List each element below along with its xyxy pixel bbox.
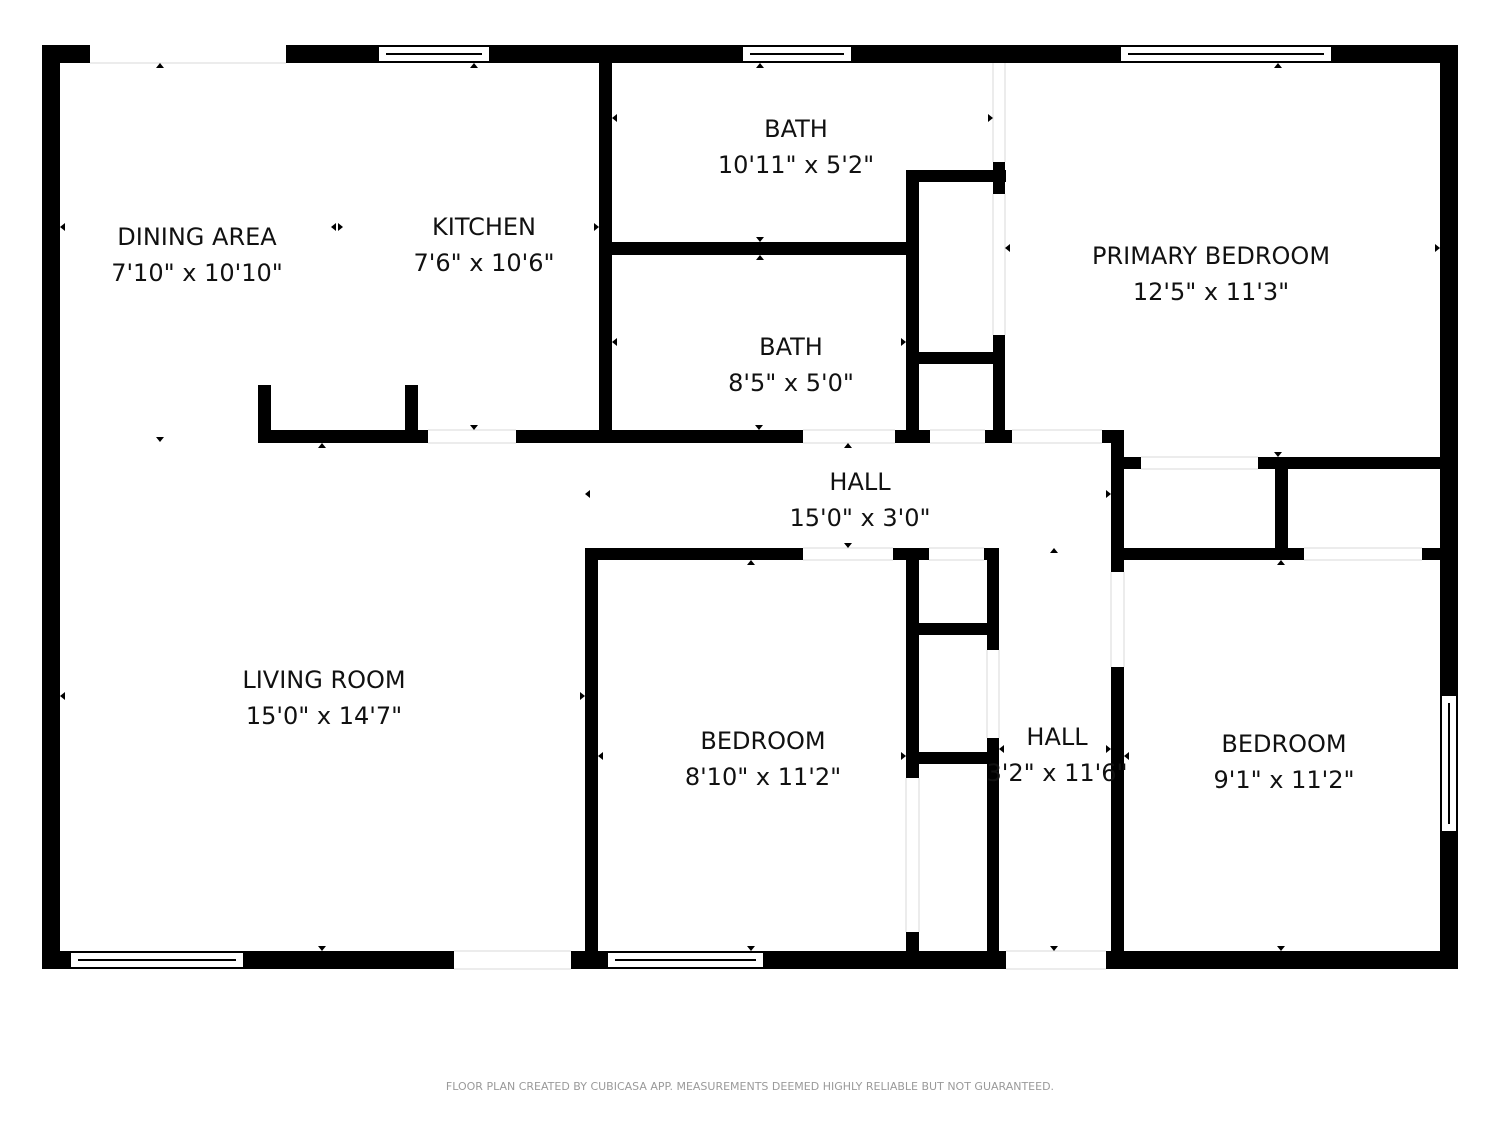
wall: [585, 548, 598, 968]
wall: [1440, 45, 1458, 695]
room-dims-bedroom-middle: 8'10" x 11'2": [685, 763, 841, 791]
wall: [490, 45, 742, 63]
room-dims-bath-upper: 10'11" x 5'2": [718, 151, 874, 179]
walls: [42, 45, 1458, 969]
wall: [912, 623, 994, 635]
wall: [764, 951, 1006, 969]
openings: [90, 62, 1422, 970]
window: [1119, 45, 1333, 63]
wall: [993, 335, 1005, 431]
room-dims-bath-lower: 8'5" x 5'0": [728, 369, 854, 397]
wall: [585, 548, 803, 560]
wall: [244, 951, 454, 969]
room-label-primary-bedroom: PRIMARY BEDROOM: [1092, 242, 1330, 270]
wall: [912, 752, 994, 764]
wall: [912, 352, 1000, 364]
window: [606, 951, 765, 969]
room-labels: DINING AREA 7'10" x 10'10" KITCHEN 7'6" …: [111, 115, 1354, 794]
room-dims-primary-bedroom: 12'5" x 11'3": [1133, 278, 1289, 306]
window: [69, 951, 245, 969]
wall: [1258, 457, 1448, 469]
window: [741, 45, 853, 63]
wall: [1111, 667, 1124, 967]
dimension-markers: [60, 63, 1440, 951]
room-label-bedroom-middle: BEDROOM: [700, 727, 825, 755]
wall: [258, 385, 271, 443]
wall: [405, 385, 418, 443]
room-label-dining-area: DINING AREA: [117, 223, 277, 251]
room-label-kitchen: KITCHEN: [432, 213, 536, 241]
room-label-bath-lower: BATH: [759, 333, 823, 361]
room-dims-hall-main: 15'0" x 3'0": [789, 504, 930, 532]
wall: [42, 951, 70, 969]
room-dims-kitchen: 7'6" x 10'6": [413, 249, 554, 277]
wall: [1111, 457, 1141, 469]
room-dims-hall-side: 3'2" x 11'6": [986, 759, 1127, 787]
room-label-bedroom-right: BEDROOM: [1221, 730, 1346, 758]
room-dims-dining-area: 7'10" x 10'10": [111, 259, 283, 287]
wall: [1422, 548, 1458, 560]
wall: [906, 170, 919, 430]
wall: [852, 45, 1120, 63]
wall: [42, 45, 60, 969]
wall: [1111, 548, 1304, 560]
wall: [258, 430, 428, 443]
wall: [286, 45, 378, 63]
wall: [985, 430, 1012, 443]
wall: [895, 430, 930, 443]
wall: [599, 63, 612, 443]
window: [377, 45, 491, 63]
wall: [1332, 45, 1458, 63]
windows: [69, 45, 1458, 969]
wall: [987, 738, 999, 968]
window: [1440, 694, 1458, 833]
room-label-bath-upper: BATH: [764, 115, 828, 143]
room-dims-living-room: 15'0" x 14'7": [246, 702, 402, 730]
room-dims-bedroom-right: 9'1" x 11'2": [1213, 766, 1354, 794]
wall: [906, 548, 919, 778]
room-label-hall-main: HALL: [829, 468, 891, 496]
footer-disclaimer: FLOOR PLAN CREATED BY CUBICASA APP. MEAS…: [446, 1080, 1054, 1093]
wall: [612, 242, 912, 255]
wall: [906, 932, 919, 968]
wall: [1106, 951, 1458, 969]
wall: [993, 162, 1005, 194]
wall: [906, 170, 1006, 182]
wall: [516, 430, 803, 443]
room-label-hall-side: HALL: [1026, 723, 1088, 751]
wall: [1275, 457, 1288, 557]
wall: [1440, 832, 1458, 969]
room-label-living-room: LIVING ROOM: [242, 666, 405, 694]
